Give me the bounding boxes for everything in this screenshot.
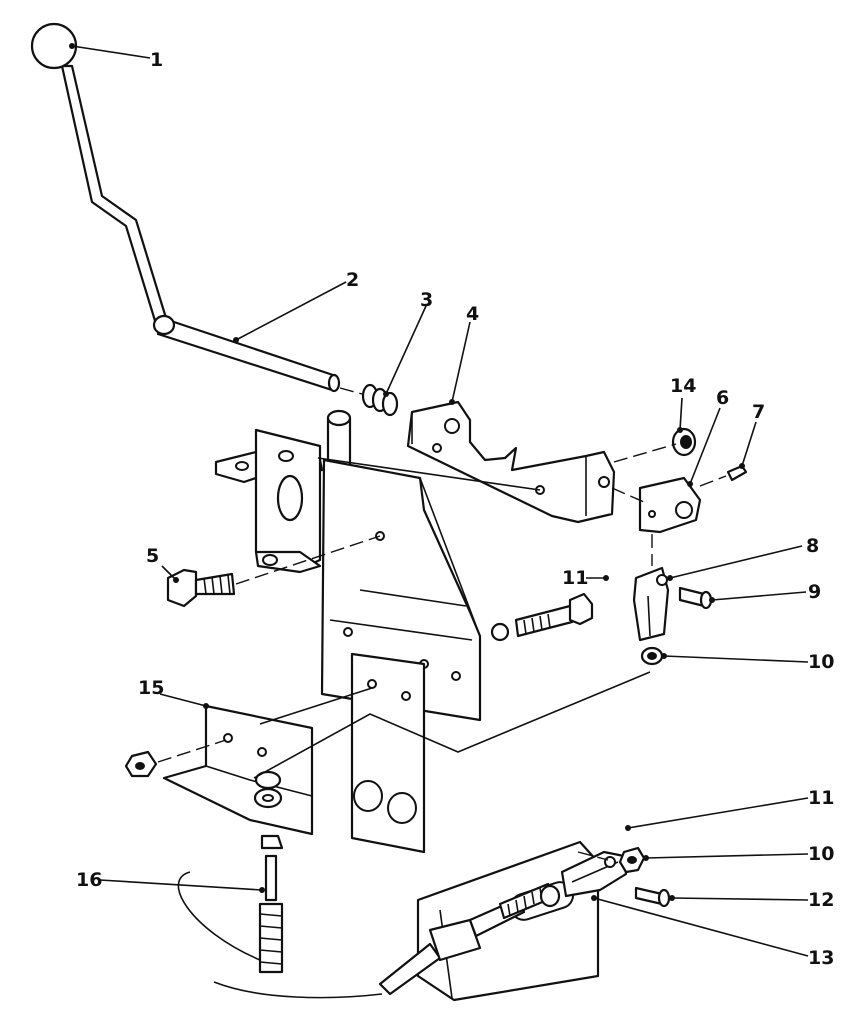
callout-9: 9 <box>808 581 821 603</box>
callout-12: 12 <box>808 889 834 911</box>
part-cable-end <box>378 882 554 996</box>
part-washers-center <box>253 770 283 809</box>
part-spring <box>361 383 399 417</box>
callout-5: 5 <box>146 545 159 567</box>
part-clevis-pin-9 <box>678 586 713 610</box>
callout-2: 2 <box>346 269 359 291</box>
part-jam-nut <box>539 884 561 908</box>
part-nut-10-lower <box>618 846 646 874</box>
part-bracket-4 <box>406 400 616 524</box>
part-shift-lever <box>30 22 168 326</box>
callout-15: 15 <box>138 677 164 699</box>
callout-8: 8 <box>806 535 819 557</box>
callout-16: 16 <box>76 869 102 891</box>
assembly-lines <box>253 457 651 779</box>
cable <box>177 871 383 999</box>
callout-10-upper: 10 <box>808 651 834 673</box>
callout-14: 14 <box>670 375 696 397</box>
callout-3: 3 <box>420 289 433 311</box>
callout-11-lower: 11 <box>808 787 834 809</box>
callout-labels: 1 2 3 4 14 6 7 8 11 5 9 10 15 11 10 16 1… <box>76 49 834 969</box>
part-clevis-8 <box>632 566 670 642</box>
part-main-plate <box>214 409 482 854</box>
part-angle-bracket-15 <box>162 704 314 836</box>
callout-1: 1 <box>150 49 163 71</box>
part-adjuster-bolt <box>490 592 594 642</box>
part-pin-7 <box>726 464 748 482</box>
callout-4: 4 <box>466 303 479 325</box>
part-cotter-pin-11 <box>603 575 609 581</box>
part-bolt-5 <box>166 568 236 608</box>
part-plate-6 <box>638 476 702 534</box>
callout-13: 13 <box>808 947 834 969</box>
part-threaded-stud-16 <box>258 834 284 974</box>
callout-11-upper: 11 <box>562 567 588 589</box>
callout-7: 7 <box>752 401 765 423</box>
callout-leaders <box>69 43 809 957</box>
part-nut-10-upper <box>640 646 664 666</box>
callout-6: 6 <box>716 387 729 409</box>
part-clevis-pin-12 <box>634 886 671 908</box>
part-nut-left <box>124 750 158 778</box>
callout-10-lower: 10 <box>808 843 834 865</box>
part-shaft <box>152 314 341 393</box>
part-washer-14 <box>671 427 697 457</box>
